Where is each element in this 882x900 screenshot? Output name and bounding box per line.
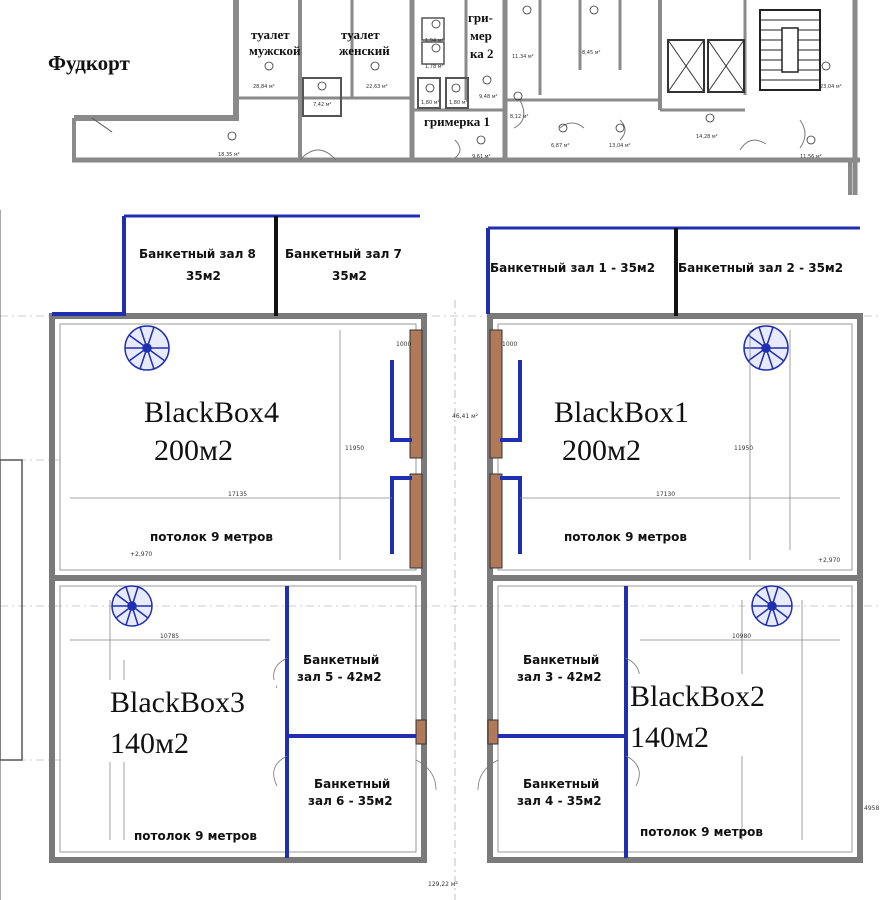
svg-text:10785: 10785 bbox=[160, 633, 179, 640]
svg-text:1,80 м²: 1,80 м² bbox=[421, 100, 440, 106]
svg-text:1,94 м²: 1,94 м² bbox=[425, 38, 444, 44]
svg-text:18,35 м²: 18,35 м² bbox=[218, 152, 240, 158]
blackbox-2: BlackBox2 140м2 потолок 9 метров bbox=[628, 674, 798, 839]
svg-text:10980: 10980 bbox=[732, 633, 751, 640]
foodcourt-label: Фудкорт bbox=[48, 51, 131, 75]
hall-6-label-1: Банкетный bbox=[314, 777, 390, 791]
svg-text:129,22 м²: 129,22 м² bbox=[428, 881, 458, 888]
svg-text:46,41 м²: 46,41 м² bbox=[452, 413, 479, 420]
toilet-male-label-1: туалет bbox=[251, 27, 290, 42]
bb4-area: 200м2 bbox=[154, 434, 233, 467]
bb2-area: 140м2 bbox=[630, 721, 709, 754]
svg-text:11,56 м²: 11,56 м² bbox=[800, 154, 822, 160]
top-building bbox=[72, 0, 860, 195]
svg-text:11,34 м²: 11,34 м² bbox=[512, 54, 534, 60]
bb1-ceiling: потолок 9 метров bbox=[564, 530, 687, 544]
svg-text:+2,970: +2,970 bbox=[130, 551, 152, 558]
spiral-stairs bbox=[111, 325, 793, 627]
toilet-male-label-2: мужской bbox=[249, 43, 301, 58]
hall-4-label-1: Банкетный bbox=[523, 777, 599, 791]
bb3-name: BlackBox3 bbox=[110, 686, 245, 719]
blackbox-1: BlackBox1 200м2 потолок 9 метров bbox=[548, 392, 718, 544]
bb4-name: BlackBox4 bbox=[144, 396, 279, 429]
svg-text:1,78 м²: 1,78 м² bbox=[425, 64, 444, 70]
svg-text:28,84 м²: 28,84 м² bbox=[253, 84, 275, 90]
hall-5-label-1: Банкетный bbox=[303, 653, 379, 667]
svg-text:17130: 17130 bbox=[656, 491, 675, 498]
hall-7-label-2: 35м2 bbox=[332, 269, 367, 283]
svg-text:1000: 1000 bbox=[502, 341, 517, 348]
svg-text:13,04 м²: 13,04 м² bbox=[609, 143, 631, 149]
svg-text:1,80 м²: 1,80 м² bbox=[449, 100, 468, 106]
dressing1-label: гримерка 1 bbox=[424, 114, 490, 129]
main-walls bbox=[0, 210, 863, 900]
svg-text:8,12 м²: 8,12 м² bbox=[510, 114, 529, 120]
bb1-area: 200м2 bbox=[562, 434, 641, 467]
bb3-ceiling: потолок 9 метров bbox=[134, 829, 257, 843]
svg-text:9,48 м²: 9,48 м² bbox=[479, 94, 498, 100]
bb2-name: BlackBox2 bbox=[630, 680, 765, 713]
hall-7-label-1: Банкетный зал 7 bbox=[285, 247, 402, 261]
bb4-ceiling: потолок 9 метров bbox=[150, 530, 273, 544]
svg-text:9,61 м²: 9,61 м² bbox=[472, 154, 491, 160]
svg-text:22,63 м²: 22,63 м² bbox=[366, 84, 388, 90]
svg-text:11950: 11950 bbox=[734, 445, 753, 452]
blackbox-3: BlackBox3 140м2 потолок 9 метров bbox=[106, 680, 276, 843]
dressing2-label-3: ка 2 bbox=[470, 46, 494, 61]
toilet-female-label-2: женский bbox=[339, 43, 390, 58]
banquet-dividers bbox=[274, 216, 678, 316]
svg-text:7,42 м²: 7,42 м² bbox=[313, 102, 332, 108]
svg-text:6,87 м²: 6,87 м² bbox=[551, 143, 570, 149]
svg-text:1000: 1000 bbox=[396, 341, 411, 348]
svg-text:17135: 17135 bbox=[228, 491, 247, 498]
bb2-ceiling: потолок 9 метров bbox=[640, 825, 763, 839]
dressing2-label-2: мер bbox=[470, 28, 492, 43]
top-room-markers bbox=[227, 5, 831, 145]
bb3-area: 140м2 bbox=[110, 727, 189, 760]
top-area-labels: 18,35 м² 28,84 м² 22,63 м² 7,42 м² 1,94 … bbox=[218, 38, 842, 160]
hall-3-label-1: Банкетный bbox=[523, 653, 599, 667]
hall-8-label-1: Банкетный зал 8 bbox=[139, 247, 256, 261]
svg-text:11950: 11950 bbox=[345, 445, 364, 452]
door-jambs bbox=[409, 329, 503, 745]
toilet-female-label-1: туалет bbox=[341, 27, 380, 42]
hall-1-label: Банкетный зал 1 - 35м2 bbox=[490, 261, 655, 275]
bb1-name: BlackBox1 bbox=[554, 396, 689, 429]
hall-3-label-2: зал 3 - 42м2 bbox=[517, 670, 602, 684]
svg-text:23,04 м²: 23,04 м² bbox=[820, 84, 842, 90]
svg-text:8,45 м²: 8,45 м² bbox=[582, 50, 601, 56]
hall-6-label-2: зал 6 - 35м2 bbox=[308, 794, 393, 808]
svg-text:14,28 м²: 14,28 м² bbox=[696, 134, 718, 140]
hall-2-label: Банкетный зал 2 - 35м2 bbox=[678, 261, 843, 275]
top-room-labels: туалет мужской туалет женский гри- мер к… bbox=[249, 10, 494, 129]
blackbox-4: BlackBox4 200м2 потолок 9 метров bbox=[140, 392, 310, 544]
hall-8-label-2: 35м2 bbox=[186, 269, 221, 283]
svg-text:4958: 4958 bbox=[864, 805, 879, 812]
banquet-hall-labels: Банкетный зал 8 35м2 Банкетный зал 7 35м… bbox=[139, 247, 843, 808]
svg-text:+2,970: +2,970 bbox=[818, 557, 840, 564]
hall-5-label-2: зал 5 - 42м2 bbox=[297, 670, 382, 684]
hall-4-label-2: зал 4 - 35м2 bbox=[517, 794, 602, 808]
dressing2-label-1: гри- bbox=[468, 10, 493, 25]
